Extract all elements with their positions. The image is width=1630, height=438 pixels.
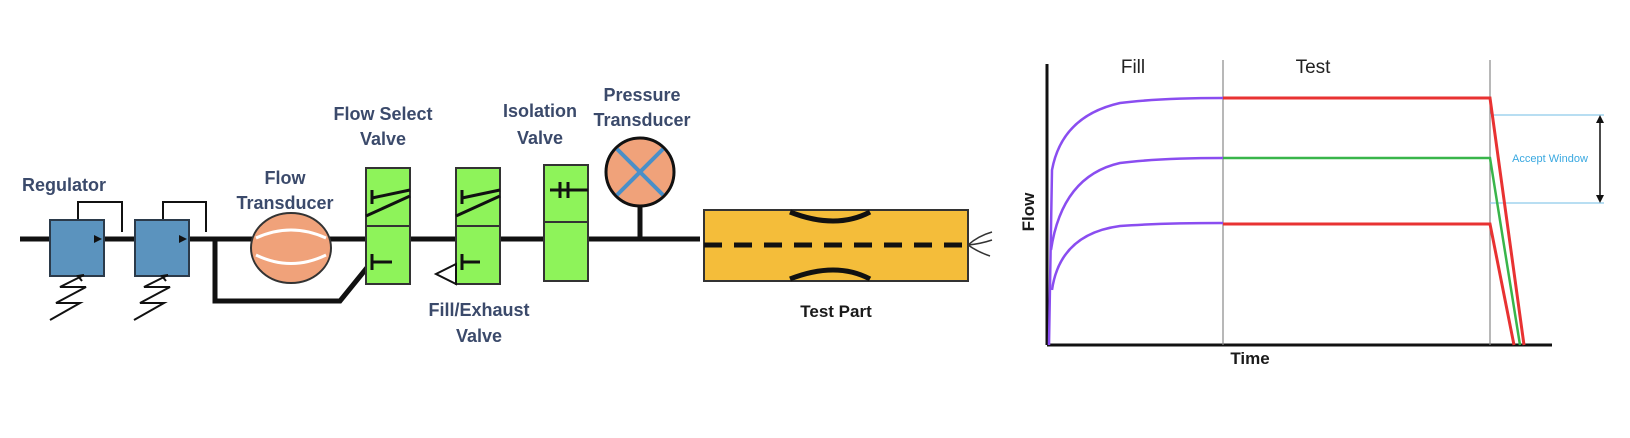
- pneumatic-schematic: Regulator Flow Transducer Flow Select Va…: [20, 85, 993, 346]
- pressure-label-2: Transducer: [593, 110, 690, 130]
- test-line-high-reject: [1223, 96, 1526, 346]
- flow-transducer: [250, 212, 332, 284]
- bypass-pipe: [212, 239, 372, 304]
- regulator-1: [49, 201, 123, 321]
- y-axis-label: Flow: [1019, 192, 1038, 231]
- isolation-valve: [543, 164, 589, 282]
- accept-window: Accept Window: [1490, 114, 1604, 204]
- flow-select-label-2: Valve: [360, 129, 406, 149]
- fill-curve-high: [1047, 96, 1224, 346]
- spring-icon: [49, 274, 87, 321]
- isolation-label-2: Valve: [517, 128, 563, 148]
- pressure-transducer: [604, 136, 676, 240]
- leak-icon: [967, 231, 993, 257]
- fill-exhaust-label-2: Valve: [456, 326, 502, 346]
- test-line-low-reject: [1223, 222, 1516, 346]
- phase-test-label: Test: [1296, 57, 1332, 78]
- flow-select-label-1: Flow Select: [333, 104, 432, 124]
- accept-window-label: Accept Window: [1512, 153, 1588, 165]
- isolation-label-1: Isolation: [503, 101, 577, 121]
- test-line-mid-accept: [1223, 156, 1522, 346]
- pressure-label-1: Pressure: [603, 85, 680, 105]
- regulator-2: [133, 201, 207, 321]
- exhaust-icon: [433, 262, 457, 286]
- test-part: [703, 209, 993, 282]
- fill-curve-low: [1050, 221, 1224, 291]
- fill-exhaust-valve: [433, 167, 501, 286]
- spring-icon: [133, 274, 171, 321]
- flow-transducer-label-1: Flow: [265, 168, 307, 188]
- flow-graph: Accept Window Fill Test Flow Time: [1019, 57, 1604, 368]
- test-part-label: Test Part: [800, 302, 872, 321]
- x-axis-label: Time: [1230, 349, 1269, 368]
- phase-fill-label: Fill: [1121, 57, 1145, 78]
- flow-transducer-label-2: Transducer: [236, 193, 333, 213]
- flow-select-valve: [365, 167, 411, 285]
- fill-exhaust-label-1: Fill/Exhaust: [428, 300, 529, 320]
- regulator-label: Regulator: [22, 175, 106, 195]
- fill-curve-mid: [1049, 156, 1224, 251]
